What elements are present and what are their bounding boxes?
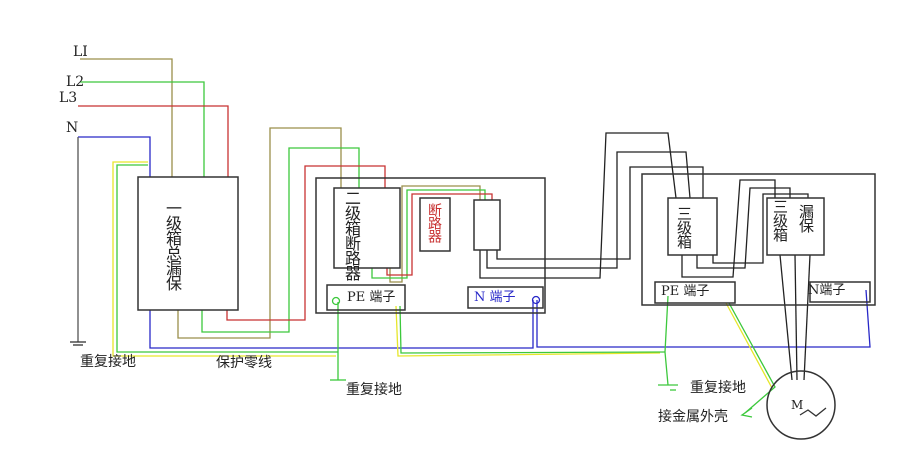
level3-enclosure: [641, 173, 876, 306]
level2-breaker-label: 二级箱断路器: [342, 190, 361, 280]
wire-pe-green: [116, 164, 338, 353]
ground-symbol-1: [70, 341, 86, 346]
wire-l1-breaker: [389, 185, 481, 283]
n-terminal-2-label: N 端子: [474, 290, 516, 305]
wire-casing-green: [728, 302, 776, 414]
level3-box: [667, 197, 718, 256]
label-l1: LI: [73, 44, 88, 60]
level3-rcd-label-b: 漏保: [797, 204, 815, 232]
motor-label: M: [791, 398, 804, 412]
protective-neutral-label: 保护零线: [216, 355, 272, 371]
pe-terminal-3: [654, 281, 736, 304]
label-l2: L2: [66, 74, 85, 90]
level1-label: 一级箱总漏保: [163, 200, 182, 290]
pe-terminal-3-label: PE 端子: [661, 284, 710, 299]
wire-pe-link-green: [399, 305, 666, 354]
repeat-ground-label-3: 重复接地: [690, 380, 746, 396]
wire-l3-breaker: [386, 193, 493, 276]
n-terminal-3-label: N端子: [808, 283, 846, 298]
wire-l1-out: [177, 127, 342, 339]
wire-l2-out: [201, 147, 360, 333]
wire-l1: [80, 58, 173, 177]
n-terminal-screw-icon: [531, 295, 541, 305]
breaker-label: 断路器: [426, 203, 442, 242]
wire-casing-yellow: [725, 302, 773, 389]
n-terminal-2: [467, 286, 544, 309]
label-n: N: [66, 120, 79, 136]
level1-box: [137, 176, 239, 311]
level2-breaker-box: [333, 187, 401, 269]
wire-l2-breaker: [371, 189, 486, 279]
arrow-icon: [740, 407, 753, 418]
pe-terminal-2: [326, 284, 406, 311]
small-breaker-box: [473, 199, 501, 251]
wire-pe-yellow: [112, 161, 336, 357]
metal-casing-label: 接金属外壳: [658, 409, 728, 425]
ac-symbol-icon: [799, 407, 827, 417]
pe-terminal-2-label: PE 端子: [347, 290, 396, 305]
wire-l3: [78, 105, 229, 177]
repeat-ground-label-1: 重复接地: [80, 354, 136, 370]
level3-rcd-box: [766, 197, 825, 256]
wire-n-link: [536, 289, 871, 348]
level3-label: 三级箱: [675, 206, 693, 248]
pe-terminal-screw-icon: [331, 296, 341, 306]
wire-l2: [80, 81, 205, 177]
wire-pe-link-yellow: [395, 305, 661, 357]
wire-load-to-level3: [479, 132, 811, 381]
level2-enclosure: [315, 177, 546, 314]
wire-n: [78, 136, 151, 177]
breaker-box: [419, 197, 451, 252]
wire-l3-out: [226, 165, 386, 321]
repeat-ground-label-2: 重复接地: [346, 382, 402, 398]
ground-wire-3: [664, 295, 669, 386]
level3-rcd-label-a: 三级箱: [771, 199, 789, 241]
motor-circle: [766, 370, 836, 440]
label-l3: L3: [59, 90, 78, 106]
wire-n-out: [149, 300, 534, 349]
n-terminal-3: [809, 281, 871, 303]
